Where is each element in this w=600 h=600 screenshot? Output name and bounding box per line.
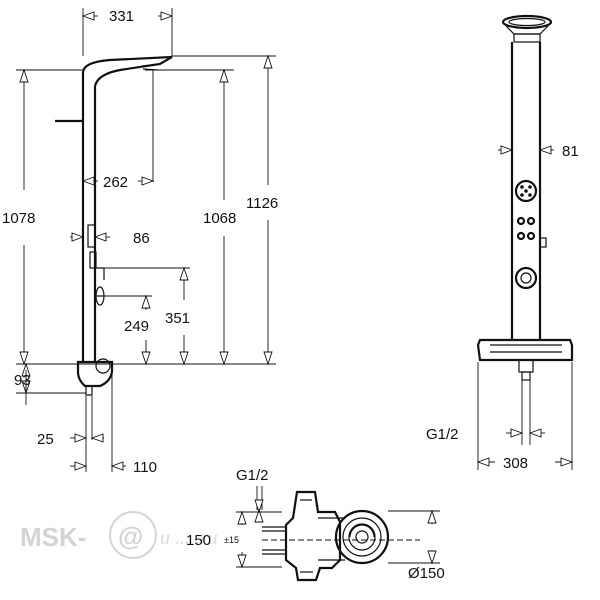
dim-81: 81 bbox=[562, 143, 579, 160]
dim-308: 308 bbox=[503, 455, 528, 472]
dim-351: 351 bbox=[165, 310, 190, 327]
dim-dia150: Ø150 bbox=[408, 565, 445, 582]
dim-249: 249 bbox=[124, 318, 149, 335]
dim-93: 93 bbox=[14, 372, 31, 389]
dim-g12-bottom: G1/2 bbox=[236, 467, 269, 484]
dim-331: 331 bbox=[109, 8, 134, 25]
dim-1126: 1126 bbox=[246, 195, 278, 212]
dim-1068: 1068 bbox=[203, 210, 236, 227]
dim-1078: 1078 bbox=[2, 210, 35, 227]
dim-25: 25 bbox=[37, 431, 54, 448]
watermark-at: @ bbox=[118, 521, 143, 551]
dimension-labels: 331 1078 262 1068 1126 86 249 351 93 25 … bbox=[2, 8, 579, 582]
watermark-circle bbox=[109, 511, 157, 559]
dim-262: 262 bbox=[103, 174, 128, 191]
watermark: MSK- @ u ... .ru bbox=[20, 511, 218, 559]
dim-pm15: ±15 bbox=[224, 535, 239, 545]
watermark-domain: u ... .ru bbox=[160, 527, 218, 549]
dim-86: 86 bbox=[133, 230, 150, 247]
top-view-dimensions bbox=[236, 486, 440, 569]
side-view bbox=[55, 55, 173, 396]
dim-g12-right: G1/2 bbox=[426, 426, 459, 443]
watermark-brand: MSK- bbox=[20, 522, 86, 552]
front-view bbox=[476, 14, 574, 381]
side-view-dimensions bbox=[16, 8, 276, 472]
dim-110: 110 bbox=[133, 459, 157, 476]
dim-150: 150 bbox=[186, 532, 211, 549]
front-view-dimensions bbox=[476, 145, 574, 470]
top-view bbox=[262, 490, 390, 582]
